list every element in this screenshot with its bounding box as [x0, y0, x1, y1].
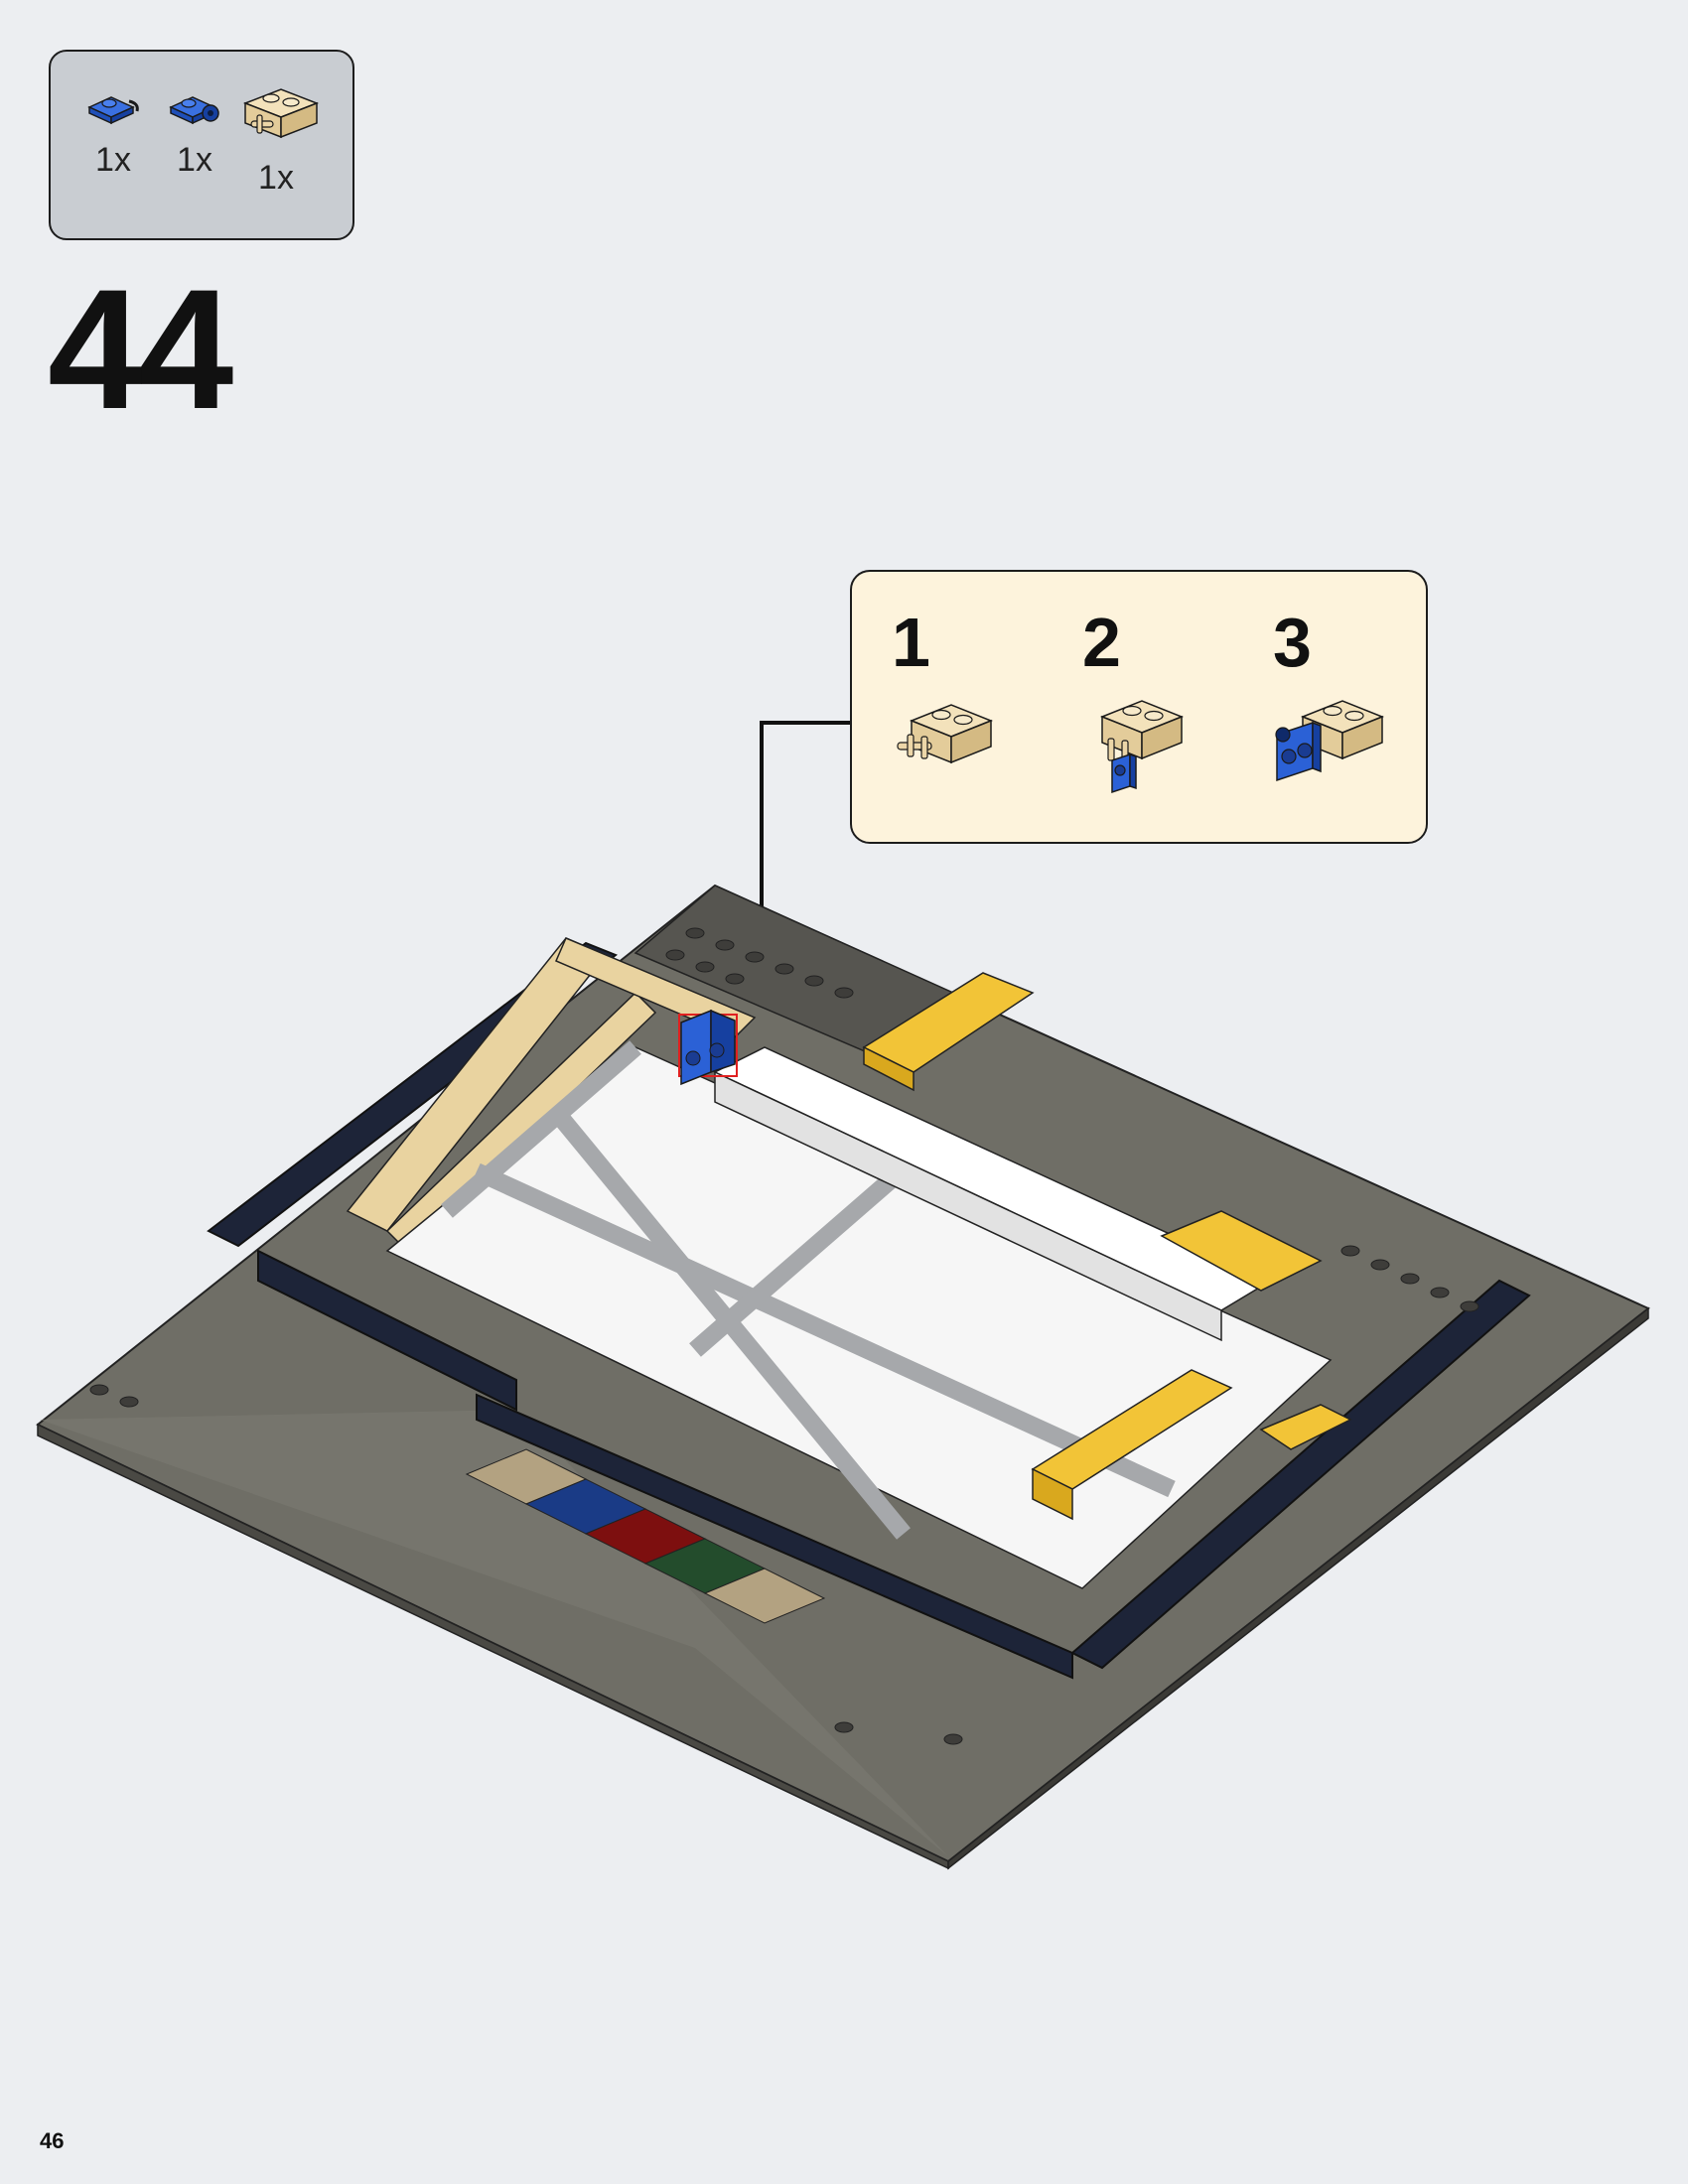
part-count: 1x [177, 141, 212, 179]
parts-list-item: 1x [76, 85, 150, 177]
color-mosaic [465, 1448, 826, 1624]
main-model [36, 721, 1650, 1870]
tan-brick-with-clips-icon [897, 704, 994, 764]
tan-brick-with-clips-icon [242, 88, 320, 139]
tan-brick-with-blue-hinge-icon [1275, 700, 1385, 782]
sub-step: 2 [1082, 608, 1211, 800]
parts-list-item: 1x [239, 85, 320, 197]
parts-list-item: 1x [158, 85, 231, 177]
floor-grid [441, 1040, 1176, 1540]
part-count: 1x [95, 141, 131, 179]
white-bench [713, 1046, 1273, 1342]
parts-list-box: 1x 1x 1x [49, 50, 354, 240]
yellow-bricks [862, 972, 1352, 1521]
blue-hinge-plate-icon [169, 96, 219, 125]
step-number: 44 [48, 254, 233, 445]
sidewalk [40, 1410, 948, 1856]
tan-brick-with-blue-clip-icon [1099, 700, 1185, 794]
sub-step-number: 1 [892, 604, 930, 681]
sub-step-number: 2 [1082, 604, 1121, 681]
part-count: 1x [258, 159, 294, 197]
sub-step-number: 3 [1273, 604, 1312, 681]
studs [89, 927, 1479, 1745]
mosaic-tile [703, 1568, 826, 1624]
page-number: 46 [40, 2128, 65, 2153]
callout-pointer-line [760, 721, 850, 963]
blue-clip-plate-icon [87, 96, 139, 125]
sub-step: 1 [892, 608, 1021, 780]
new-blue-hinge-bricks [678, 1009, 738, 1086]
sub-assembly-callout: 1 2 3 [850, 570, 1428, 844]
sub-step: 3 [1273, 608, 1402, 790]
